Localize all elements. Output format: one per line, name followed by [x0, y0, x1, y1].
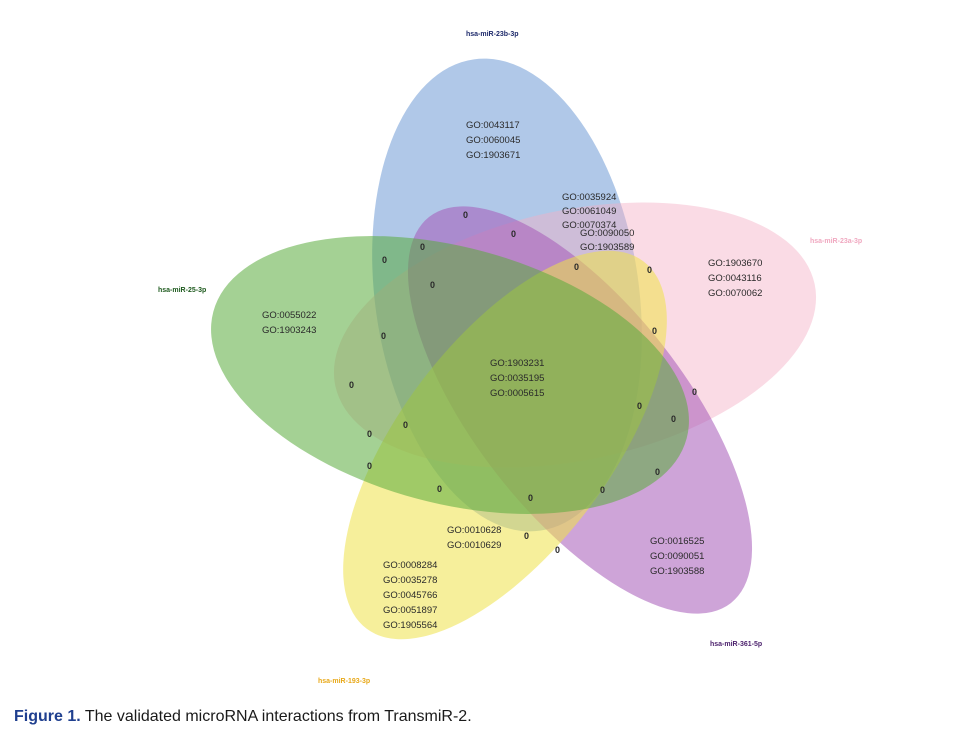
region-center: GO:1903231 GO:0035195 GO:0005615	[490, 358, 544, 399]
go-term: GO:1905564	[383, 620, 437, 631]
go-term: GO:0090051	[650, 551, 704, 562]
go-term: GO:1903243	[262, 325, 316, 336]
zero-count-label: 0	[382, 255, 387, 265]
label-pink: hsa-miR-23a-3p	[810, 238, 862, 245]
go-term: GO:1903231	[490, 358, 544, 369]
caption-text: The validated microRNA interactions from…	[80, 708, 472, 725]
go-term: GO:0010628	[447, 525, 501, 536]
zero-count-label: 0	[349, 380, 354, 390]
figure-caption: Figure 1. The validated microRNA interac…	[14, 708, 472, 726]
region-blue-pink: GO:0035924 GO:0061049 GO:0070374	[562, 192, 616, 231]
zero-count-label: 0	[652, 326, 657, 336]
go-term: GO:0010629	[447, 540, 501, 551]
zero-count-label: 0	[511, 229, 516, 239]
zero-count-label: 0	[524, 531, 529, 541]
zero-count-label: 0	[420, 242, 425, 252]
zero-count-label: 0	[430, 280, 435, 290]
go-term: GO:0035195	[490, 373, 544, 384]
region-blue-pink-yellow: GO:0090050 GO:1903589	[580, 228, 634, 253]
go-term: GO:1903589	[580, 242, 634, 253]
zero-count-label: 0	[637, 401, 642, 411]
go-term: GO:0016525	[650, 536, 704, 547]
zero-count-label: 0	[600, 485, 605, 495]
label-yellow: hsa-miR-193-3p	[318, 678, 370, 685]
zero-labels: 0 0 0 0 0 0 0 0 0 0 0 0 0 0 0 0 0 0 0 0 …	[349, 210, 697, 555]
go-term: GO:0005615	[490, 388, 544, 399]
go-term: GO:1903671	[466, 150, 520, 161]
go-term: GO:0051897	[383, 605, 437, 616]
label-purple: hsa-miR-361-5p	[710, 641, 762, 648]
zero-count-label: 0	[367, 429, 372, 439]
go-term: GO:0045766	[383, 590, 437, 601]
go-term: GO:0060045	[466, 135, 520, 146]
go-term: GO:0070062	[708, 288, 762, 299]
go-term: GO:0090050	[580, 228, 634, 239]
zero-count-label: 0	[381, 331, 386, 341]
go-term: GO:0043116	[708, 273, 762, 284]
go-term: GO:0070374	[562, 220, 616, 231]
zero-count-label: 0	[574, 262, 579, 272]
set-ellipses	[211, 58, 817, 640]
go-term: GO:0035924	[562, 192, 616, 203]
region-green-only: GO:0055022 GO:1903243	[262, 310, 316, 336]
region-yellow-only: GO:0008284 GO:0035278 GO:0045766 GO:0051…	[383, 560, 437, 631]
zero-count-label: 0	[463, 210, 468, 220]
zero-count-label: 0	[367, 461, 372, 471]
venn-diagram: hsa-miR-23b-3p hsa-miR-23a-3p hsa-miR-36…	[158, 31, 862, 685]
zero-count-label: 0	[437, 484, 442, 494]
zero-count-label: 0	[692, 387, 697, 397]
zero-count-label: 0	[655, 467, 660, 477]
go-term: GO:1903588	[650, 566, 704, 577]
ellipse-green	[211, 236, 689, 514]
label-blue: hsa-miR-23b-3p	[466, 31, 519, 38]
zero-count-label: 0	[647, 265, 652, 275]
figure-number: Figure 1.	[14, 708, 81, 725]
zero-count-label: 0	[671, 414, 676, 424]
zero-count-label: 0	[528, 493, 533, 503]
zero-count-label: 0	[403, 420, 408, 430]
go-term: GO:0061049	[562, 206, 616, 217]
region-pink-only: GO:1903670 GO:0043116 GO:0070062	[708, 258, 762, 299]
go-term: GO:0043117	[466, 120, 520, 131]
zero-count-label: 0	[555, 545, 560, 555]
region-yellow-green: GO:0010628 GO:0010629	[447, 525, 501, 551]
go-term: GO:0035278	[383, 575, 437, 586]
go-term: GO:0008284	[383, 560, 437, 571]
go-term: GO:0055022	[262, 310, 316, 321]
region-purple-only: GO:0016525 GO:0090051 GO:1903588	[650, 536, 704, 577]
go-term: GO:1903670	[708, 258, 762, 269]
label-green: hsa-miR-25-3p	[158, 287, 206, 294]
region-blue-only: GO:0043117 GO:0060045 GO:1903671	[466, 120, 520, 161]
